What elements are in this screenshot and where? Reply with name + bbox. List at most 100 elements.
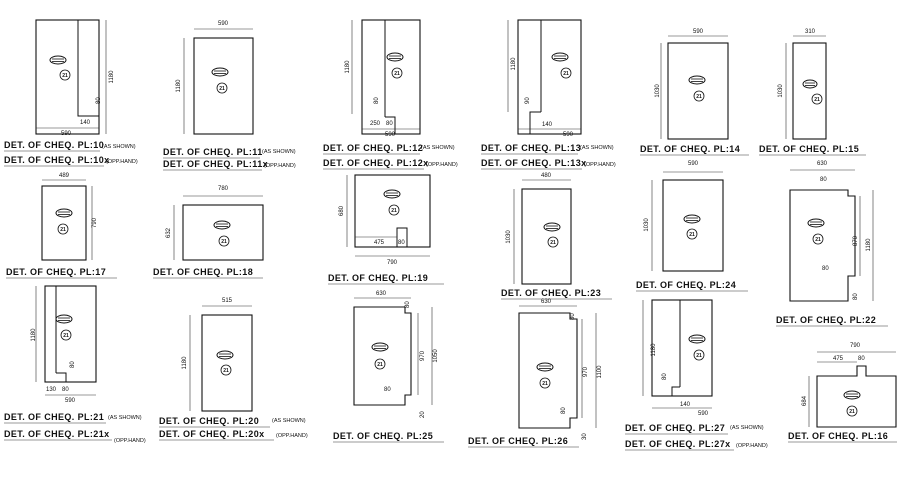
svg-text:1180: 1180 bbox=[511, 57, 517, 71]
svg-text:80: 80 bbox=[662, 373, 668, 380]
svg-text:250: 250 bbox=[370, 121, 381, 127]
plate-detail-pl22: 630 80 870 1180 80 80 21 DET. OF CHEQ. P… bbox=[776, 161, 888, 327]
cheq-pattern-icon bbox=[216, 350, 234, 360]
callout-circle-icon: 21 bbox=[811, 93, 823, 105]
caption-pl25: DET. OF CHEQ. PL:25 bbox=[333, 431, 433, 441]
svg-text:90: 90 bbox=[525, 97, 531, 104]
svg-text:1180: 1180 bbox=[176, 79, 182, 93]
cheq-pattern-icon bbox=[55, 208, 73, 218]
callout-circle-icon: 21 bbox=[693, 90, 705, 102]
caption-pl24: DET. OF CHEQ. PL:24 bbox=[636, 280, 736, 290]
caption-pl15: DET. OF CHEQ. PL:15 bbox=[759, 144, 859, 154]
svg-text:80: 80 bbox=[820, 177, 827, 183]
plate-detail-pl18: 780 632 21 DET. OF CHEQ. PL:18 bbox=[153, 186, 264, 279]
cheq-pattern-icon bbox=[55, 314, 73, 324]
caption-pl20: DET. OF CHEQ. PL:20 bbox=[159, 416, 259, 426]
svg-text:630: 630 bbox=[817, 161, 828, 167]
caption-pl10: DET. OF CHEQ. PL:10 bbox=[4, 140, 104, 150]
svg-text:80: 80 bbox=[822, 266, 829, 272]
svg-text:(OPP.HAND): (OPP.HAND) bbox=[106, 159, 138, 165]
plate-detail-pl21: 1180 80 130 80 590 21 DET. OF CHEQ. PL:2… bbox=[4, 285, 146, 444]
svg-text:515: 515 bbox=[222, 298, 233, 304]
callout-circle-icon: 21 bbox=[846, 405, 858, 417]
svg-text:(AS SHOWN): (AS SHOWN) bbox=[272, 418, 306, 424]
callout-circle-icon: 21 bbox=[812, 233, 824, 245]
svg-text:632: 632 bbox=[166, 227, 172, 238]
svg-text:80: 80 bbox=[374, 97, 380, 104]
svg-text:80: 80 bbox=[561, 407, 567, 414]
svg-text:590: 590 bbox=[698, 411, 709, 417]
svg-text:140: 140 bbox=[80, 120, 91, 126]
svg-text:590: 590 bbox=[563, 132, 574, 138]
svg-text:21: 21 bbox=[377, 362, 383, 368]
cheq-pattern-icon bbox=[213, 220, 231, 230]
caption-pl17: DET. OF CHEQ. PL:17 bbox=[6, 267, 106, 277]
callout-circle-icon: 21 bbox=[693, 349, 705, 361]
svg-text:(AS SHOWN): (AS SHOWN) bbox=[580, 145, 614, 151]
svg-text:140: 140 bbox=[542, 122, 553, 128]
svg-text:21: 21 bbox=[689, 232, 695, 238]
cheq-pattern-icon bbox=[807, 218, 825, 228]
svg-text:80: 80 bbox=[386, 121, 393, 127]
plate-detail-pl15: 310 1030 21 DET. OF CHEQ. PL:15 bbox=[759, 29, 866, 156]
svg-text:1030: 1030 bbox=[655, 84, 661, 98]
plate-detail-pl10: 21 1180 590 80 140 DET. OF CHEQ. PL:10 (… bbox=[4, 19, 138, 167]
callout-circle-icon: 21 bbox=[560, 67, 572, 79]
callout-circle-icon: 21 bbox=[216, 82, 228, 94]
plate-detail-pl26: 630 80 970 1100 80 30 21 DET. OF CHEQ. P… bbox=[468, 299, 603, 448]
plate-detail-pl12: 1180 80 250 80 590 21 DET. OF CHEQ. PL:1… bbox=[323, 19, 458, 170]
caption-pl10x: DET. OF CHEQ. PL:10x bbox=[4, 155, 110, 165]
svg-text:790: 790 bbox=[92, 217, 98, 228]
svg-text:630: 630 bbox=[376, 291, 387, 297]
caption-pl13: DET. OF CHEQ. PL:13 bbox=[481, 143, 581, 153]
svg-text:80: 80 bbox=[70, 361, 76, 368]
cheq-pattern-icon bbox=[688, 334, 706, 344]
svg-text:80: 80 bbox=[858, 356, 865, 362]
cheq-pattern-icon bbox=[683, 214, 701, 224]
svg-text:780: 780 bbox=[218, 186, 229, 192]
svg-text:21: 21 bbox=[542, 381, 548, 387]
plate-detail-pl14: 590 1030 21 DET. OF CHEQ. PL:14 bbox=[640, 29, 749, 156]
svg-text:590: 590 bbox=[385, 132, 396, 138]
svg-text:590: 590 bbox=[218, 21, 229, 27]
svg-text:(AS SHOWN): (AS SHOWN) bbox=[730, 425, 764, 431]
caption-pl14: DET. OF CHEQ. PL:14 bbox=[640, 144, 740, 154]
svg-text:489: 489 bbox=[59, 173, 70, 179]
cheq-pattern-icon bbox=[543, 222, 561, 232]
callout-circle-icon: 21 bbox=[547, 236, 559, 248]
svg-text:21: 21 bbox=[849, 409, 855, 415]
caption-pl21x: DET. OF CHEQ. PL:21x bbox=[4, 429, 110, 439]
svg-text:1180: 1180 bbox=[651, 343, 657, 357]
cheq-pattern-icon bbox=[688, 75, 706, 85]
svg-text:21: 21 bbox=[223, 368, 229, 374]
svg-text:80: 80 bbox=[405, 301, 411, 308]
cheq-pattern-icon bbox=[211, 67, 229, 77]
callout-circle-icon: 21 bbox=[686, 228, 698, 240]
svg-text:790: 790 bbox=[850, 343, 861, 349]
caption-pl12x: DET. OF CHEQ. PL:12x bbox=[323, 158, 429, 168]
cheq-pattern-icon bbox=[383, 189, 401, 199]
svg-text:80: 80 bbox=[384, 387, 391, 393]
svg-text:80: 80 bbox=[570, 313, 576, 320]
svg-text:21: 21 bbox=[219, 86, 225, 92]
svg-text:20: 20 bbox=[420, 411, 426, 418]
svg-text:480: 480 bbox=[541, 173, 552, 179]
caption-pl19: DET. OF CHEQ. PL:19 bbox=[328, 273, 428, 283]
caption-pl16: DET. OF CHEQ. PL:16 bbox=[788, 431, 888, 441]
cheq-pattern-icon bbox=[843, 390, 861, 400]
caption-pl27x: DET. OF CHEQ. PL:27x bbox=[625, 439, 731, 449]
callout-circle-icon: 21 bbox=[391, 67, 403, 79]
svg-text:21: 21 bbox=[221, 239, 227, 245]
caption-pl12: DET. OF CHEQ. PL:12 bbox=[323, 143, 423, 153]
svg-text:80: 80 bbox=[62, 387, 69, 393]
callout-circle-icon: 21 bbox=[374, 358, 386, 370]
svg-text:1180: 1180 bbox=[109, 70, 115, 84]
callout-circle-icon: 21 bbox=[60, 329, 72, 341]
plate-detail-pl16: 790 475 80 684 21 DET. OF CHEQ. PL:16 bbox=[788, 343, 897, 443]
caption-pl18: DET. OF CHEQ. PL:18 bbox=[153, 267, 253, 277]
plate-detail-pl13: 1180 90 140 590 21 DET. OF CHEQ. PL:13 (… bbox=[481, 19, 616, 170]
callout-circle-icon: 21 bbox=[388, 204, 400, 216]
svg-text:(AS SHOWN): (AS SHOWN) bbox=[262, 149, 296, 155]
svg-text:(OPP.HAND): (OPP.HAND) bbox=[736, 443, 768, 449]
